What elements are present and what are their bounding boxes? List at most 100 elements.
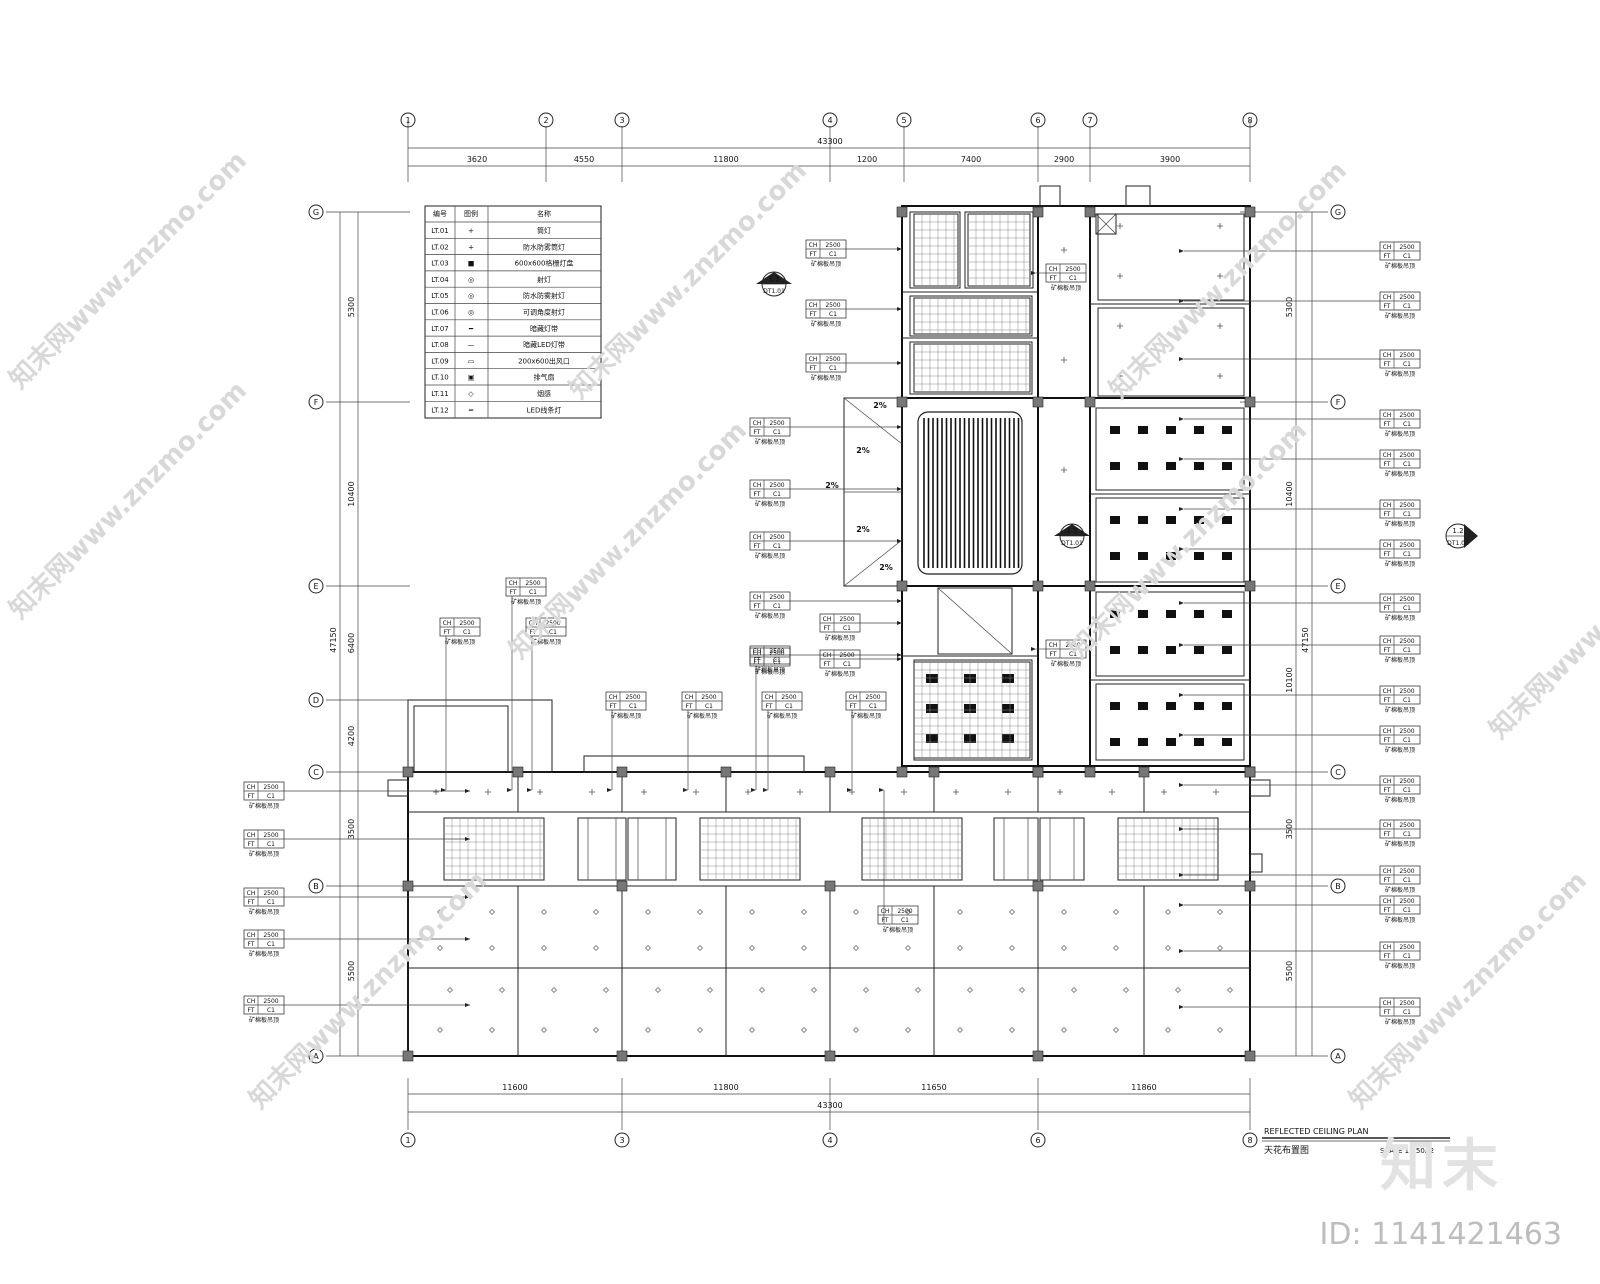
- grid-ceiling-room: [699, 817, 801, 881]
- column: [896, 396, 908, 408]
- legend-name: 暗藏LED灯带: [523, 340, 565, 349]
- light-fixtures: [433, 223, 1233, 1033]
- ceiling-tag-value: FT: [247, 941, 254, 948]
- ceiling-tag-value: CH: [1383, 688, 1392, 695]
- ceiling-tag-note: 矿棉板吊顶: [811, 320, 841, 328]
- ceiling-tag-value: FT: [247, 841, 254, 848]
- ceiling-tag-value: CH: [247, 784, 256, 791]
- smoke-detector: [541, 909, 547, 915]
- ceiling-tag-note: 矿棉板吊顶: [1385, 840, 1415, 848]
- grid-ceiling-room: [913, 213, 959, 287]
- leader-arrow: [465, 789, 470, 793]
- ceiling-tag-note: 矿棉板吊顶: [249, 950, 279, 958]
- grille-light: [1110, 552, 1120, 560]
- watermark-8: 知末网www.znzmo.com: [1344, 866, 1593, 1115]
- legend-symbol: ◎: [468, 292, 474, 300]
- dim-top-1: 3620: [467, 155, 487, 164]
- ceiling-tag-value: FT: [881, 917, 888, 924]
- column: [720, 766, 732, 778]
- grid-bottom-1: 1: [405, 1136, 410, 1145]
- smoke-detector: [697, 909, 703, 915]
- ceiling-tag-value: 2500: [769, 534, 784, 541]
- grille-light: [1110, 646, 1120, 654]
- smoke-detector: [1061, 909, 1067, 915]
- ceiling-tag-value: C1: [773, 659, 781, 666]
- ceiling-tag-value: FT: [1049, 275, 1056, 282]
- grille-light: [1138, 426, 1148, 434]
- legend-symbol: ◇: [468, 390, 474, 398]
- grille-light: [1138, 462, 1148, 470]
- ceiling-tag-value: CH: [247, 832, 256, 839]
- column: [402, 1050, 414, 1062]
- ceiling-tag-value: 2500: [897, 908, 912, 915]
- smoke-detector: [489, 945, 495, 951]
- ceiling-tag-note: 矿棉板吊顶: [1385, 370, 1415, 378]
- smoke-detector: [1165, 1027, 1171, 1033]
- grid-left-c: C: [313, 768, 319, 777]
- legend-name: 暗藏灯带: [530, 324, 558, 333]
- dim-top-5: 7400: [961, 155, 981, 164]
- ceiling-tag-value: CH: [753, 482, 762, 489]
- ceiling-tag-value: FT: [809, 311, 816, 318]
- column: [616, 766, 628, 778]
- smoke-detector: [1113, 945, 1119, 951]
- dim-bottom-2: 11800: [713, 1083, 738, 1092]
- grille-light: [1166, 646, 1176, 654]
- grid-bottom-4: 4: [827, 1136, 832, 1145]
- leader-arrow: [465, 937, 470, 941]
- legend-symbol: +: [468, 243, 474, 251]
- smoke-detector: [437, 945, 443, 951]
- smoke-detector: [593, 1027, 599, 1033]
- title-block: REFLECTED CEILING PLAN 天花布置图 SCALE 1:150…: [1262, 1127, 1450, 1156]
- smoke-detector: [749, 909, 755, 915]
- ceiling-tag-value: 2500: [1399, 244, 1414, 251]
- smoke-detector: [749, 1027, 755, 1033]
- grille-light: [1222, 426, 1232, 434]
- ceiling-tag-value: FT: [753, 543, 760, 550]
- leader-arrow: [879, 788, 884, 792]
- leader-arrow: [897, 599, 902, 603]
- ceiling-tag-value: CH: [529, 620, 538, 627]
- smoke-detector: [437, 1027, 443, 1033]
- legend-name: 射灯: [537, 275, 551, 284]
- leader-arrow: [897, 307, 902, 311]
- ceiling-tag-value: FT: [1383, 697, 1390, 704]
- ceiling-tag-value: 2500: [545, 620, 560, 627]
- ceiling-tag-value: 2500: [1399, 638, 1414, 645]
- smoke-detector: [655, 987, 661, 993]
- smoke-detector: [967, 987, 973, 993]
- ceiling-tag-value: CH: [1383, 1000, 1392, 1007]
- grid-left-b: B: [313, 882, 319, 891]
- ceiling-tag-value: C1: [1403, 303, 1411, 310]
- ceiling-tag-value: CH: [1383, 294, 1392, 301]
- column: [1032, 766, 1044, 778]
- column: [1032, 396, 1044, 408]
- grille-light: [926, 674, 938, 683]
- smoke-detector: [1113, 1027, 1119, 1033]
- ceiling-tag-value: CH: [823, 652, 832, 659]
- smoke-detector: [801, 909, 807, 915]
- ceiling-tag-note: 矿棉板吊顶: [825, 670, 855, 678]
- dim-left-4: 4200: [347, 726, 356, 746]
- grille-light: [1110, 610, 1120, 618]
- leader-arrow: [1179, 547, 1184, 551]
- ceiling-tag-value: CH: [1383, 596, 1392, 603]
- ceiling-tag-value: FT: [753, 429, 760, 436]
- legend-head-code: 编号: [433, 209, 447, 218]
- column: [1084, 206, 1096, 218]
- ceiling-tag-value: FT: [509, 589, 516, 596]
- smoke-detector: [645, 945, 651, 951]
- ceiling-tag-note: 矿棉板吊顶: [1385, 916, 1415, 924]
- smoke-detector: [801, 945, 807, 951]
- legend-code: LT.10: [431, 374, 449, 382]
- dim-right-5: 5500: [1285, 961, 1294, 981]
- smoke-detector: [1071, 987, 1077, 993]
- slope-label-4: 2%: [856, 525, 870, 534]
- legend-name: 排气扇: [534, 373, 555, 382]
- legend-code: LT.12: [431, 406, 449, 414]
- smoke-detector: [759, 987, 765, 993]
- grille-light: [1002, 704, 1014, 713]
- grid-right-b: B: [1335, 882, 1341, 891]
- ceiling-tag-value: C1: [773, 429, 781, 436]
- ceiling-tag-value: 2500: [1399, 898, 1414, 905]
